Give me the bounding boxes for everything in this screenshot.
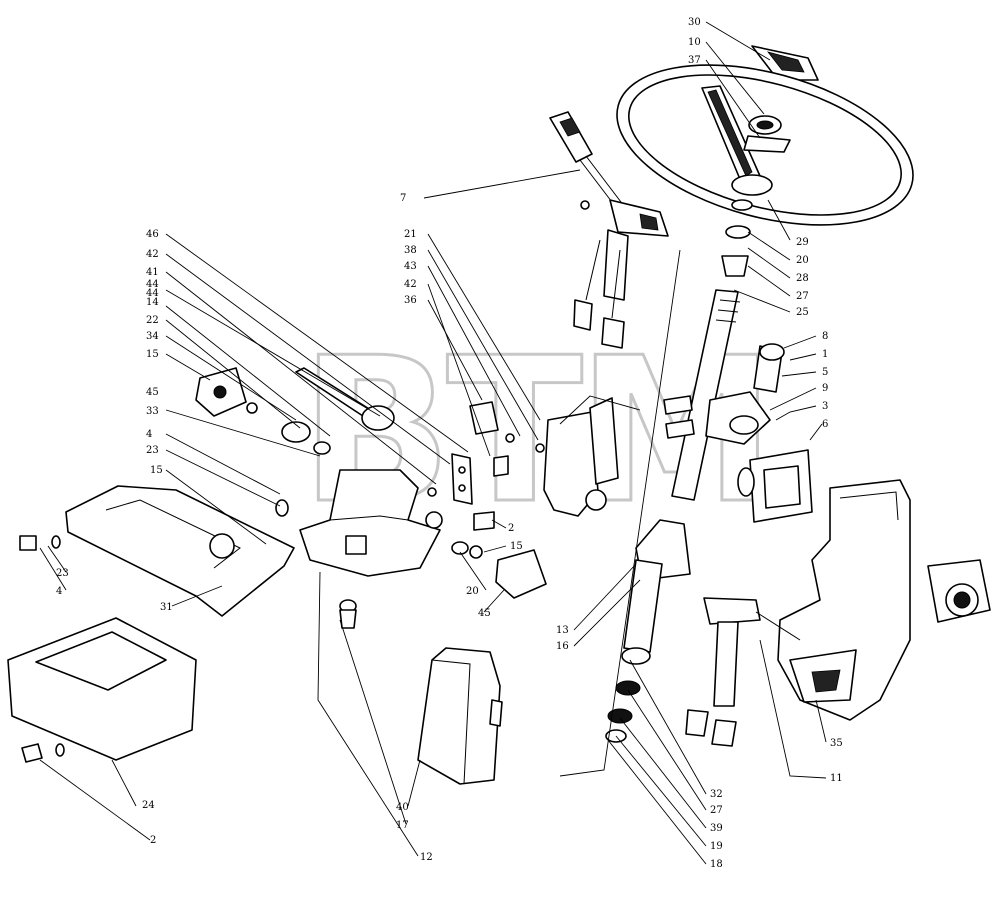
callout-24: 24 <box>142 800 155 811</box>
callout-33: 33 <box>146 406 159 417</box>
callout-29: 29 <box>796 237 809 248</box>
callout-27: 27 <box>710 805 723 816</box>
callout-15: 15 <box>510 541 523 552</box>
callout-42: 42 <box>146 249 159 260</box>
callout-15: 15 <box>146 349 159 360</box>
part-side-panel <box>417 647 503 785</box>
callout-12: 12 <box>420 852 433 863</box>
callout-42: 42 <box>404 279 417 290</box>
callout-4: 4 <box>146 429 152 440</box>
callout-34: 34 <box>146 331 159 342</box>
callout-45: 45 <box>146 387 159 398</box>
part-knob-right <box>495 549 547 599</box>
part-gauge <box>927 559 991 623</box>
part-boot <box>737 449 813 523</box>
part-column-tube <box>605 519 691 743</box>
callout-3: 3 <box>822 401 828 412</box>
callout-25: 25 <box>796 307 809 318</box>
callout-14: 14 <box>146 297 159 308</box>
callout-37: 37 <box>688 55 701 66</box>
callout-44: 44 <box>146 279 159 290</box>
callout-20: 20 <box>796 255 809 266</box>
callout-2: 2 <box>508 523 514 534</box>
callout-7: 7 <box>400 193 406 204</box>
part-switch-block <box>469 397 619 517</box>
callout-18: 18 <box>710 859 723 870</box>
callout-32: 32 <box>710 789 723 800</box>
callout-30: 30 <box>688 17 701 28</box>
callout-45: 45 <box>478 608 491 619</box>
callout-31: 31 <box>160 602 173 613</box>
callout-40: 40 <box>396 802 409 813</box>
callout-20: 20 <box>466 586 479 597</box>
callout-38: 38 <box>404 245 417 256</box>
callout-23: 23 <box>146 445 159 456</box>
leader-lines <box>39 21 827 865</box>
callout-35: 35 <box>830 738 843 749</box>
callout-13: 13 <box>556 625 569 636</box>
callout-16: 16 <box>556 641 569 652</box>
callout-21: 21 <box>404 229 417 240</box>
callout-1: 1 <box>822 349 828 360</box>
callout-27: 27 <box>796 291 809 302</box>
callout-39: 39 <box>710 823 723 834</box>
part-lock-assembly <box>663 343 785 445</box>
part-right-switch <box>685 597 801 747</box>
part-combination-switch <box>549 111 669 349</box>
callout-8: 8 <box>822 331 828 342</box>
callout-19: 19 <box>710 841 723 852</box>
callout-10: 10 <box>688 37 701 48</box>
callout-9: 9 <box>822 383 828 394</box>
part-knob-left <box>195 367 247 417</box>
part-emblem <box>751 45 819 81</box>
callout-2: 2 <box>150 835 156 846</box>
part-instrument-housing <box>777 479 911 721</box>
callout-15: 15 <box>150 465 163 476</box>
callout-5: 5 <box>822 367 828 378</box>
callout-46: 46 <box>146 229 159 240</box>
callout-36: 36 <box>404 295 417 306</box>
callout-41: 41 <box>146 267 159 278</box>
callout-43: 43 <box>404 261 417 272</box>
part-bolt-assembly <box>246 367 395 455</box>
part-steering-wheel <box>616 64 914 226</box>
callout-4: 4 <box>56 586 62 597</box>
part-floor-frame <box>7 617 197 763</box>
callout-22: 22 <box>146 315 159 326</box>
callout-11: 11 <box>830 773 843 784</box>
callout-28: 28 <box>796 273 809 284</box>
part-pedal-bracket <box>299 453 473 577</box>
part-fasteners <box>275 433 545 629</box>
callout-23: 23 <box>56 568 69 579</box>
callout-44: 44 <box>146 288 159 299</box>
callout-17: 17 <box>396 820 409 831</box>
part-pedal-tray <box>19 485 295 617</box>
callout-6: 6 <box>822 419 828 430</box>
callouts: 30 10 37 7 29 20 28 27 25 8 1 5 9 3 6 21… <box>56 17 843 870</box>
